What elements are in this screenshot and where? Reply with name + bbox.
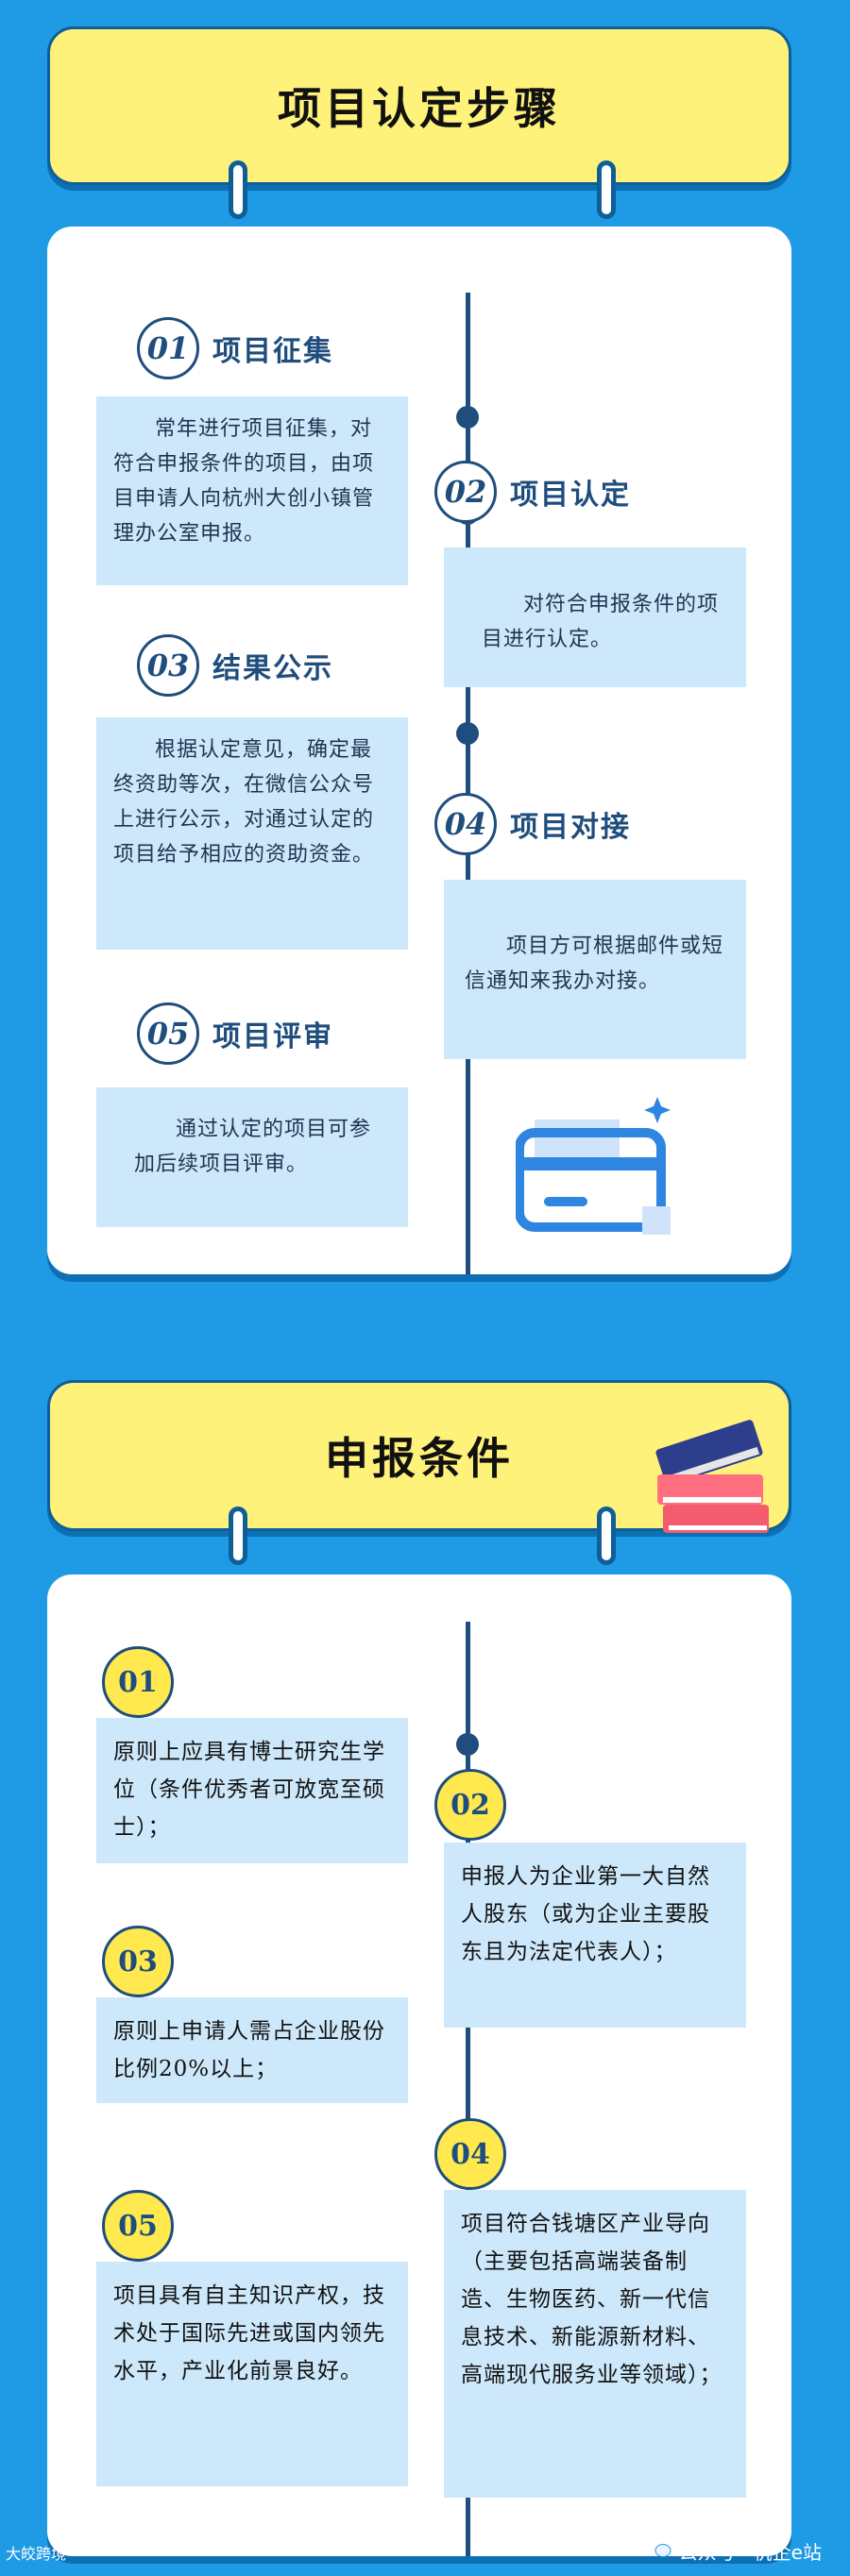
condition-number-badge: 01	[102, 1646, 174, 1718]
footer-account-label: 公众号 · 杭企e站	[678, 2541, 822, 2564]
step-name: 项目征集	[212, 335, 333, 368]
condition-04-text: 项目符合钱塘区产业导向（主要包括高端装备制造、生物医药、新一代信息技术、新能源新…	[444, 2190, 746, 2498]
step-number-badge: 05	[137, 1002, 199, 1065]
step-03-title: 03 结果公示	[137, 634, 333, 697]
timeline-dot	[456, 722, 479, 745]
step-02-title: 02 项目认定	[434, 461, 631, 523]
condition-03-text: 原则上申请人需占企业股份比例20%以上；	[96, 1997, 408, 2103]
condition-02-text: 申报人为企业第一大自然人股东（或为企业主要股东且为法定代表人）；	[444, 1843, 746, 2028]
condition-number-badge: 05	[102, 2190, 174, 2262]
binder-ring	[229, 1507, 247, 1565]
binder-ring	[229, 160, 247, 219]
step-05-text: 通过认定的项目可参加后续项目评审。	[96, 1087, 408, 1227]
step-03-text: 根据认定意见，确定最终资助等次，在微信公众号上进行公示，对通过认定的项目给予相应…	[96, 717, 408, 950]
step-01-title: 01 项目征集	[137, 317, 333, 379]
binder-ring	[597, 1507, 616, 1565]
step-01-text: 常年进行项目征集，对符合申报条件的项目，由项目申请人向杭州大创小镇管理办公室申报…	[96, 396, 408, 585]
section2-title: 申报条件	[325, 1433, 514, 1484]
step-name: 项目评审	[212, 1020, 333, 1053]
step-number-badge: 02	[434, 461, 497, 523]
step-number-badge: 01	[137, 317, 199, 379]
step-name: 结果公示	[212, 652, 333, 685]
step-number-badge: 04	[434, 793, 497, 855]
condition-05-text: 项目具有自主知识产权，技术处于国际先进或国内领先水平，产业化前景良好。	[96, 2262, 408, 2486]
timeline-dot	[456, 406, 479, 429]
step-04-title: 04 项目对接	[434, 793, 631, 855]
credit-card-icon	[515, 1093, 682, 1244]
step-name: 项目对接	[510, 811, 631, 844]
binder-ring	[597, 160, 616, 219]
condition-01-text: 原则上应具有博士研究生学位（条件优秀者可放宽至硕士）；	[96, 1718, 408, 1863]
condition-number-badge: 03	[102, 1926, 174, 1997]
step-number-badge: 03	[137, 634, 199, 697]
step-04-text: 项目方可根据邮件或短信通知来我办对接。	[444, 880, 746, 1059]
step-02-text: 对符合申报条件的项目进行认定。	[444, 547, 746, 687]
timeline-dot	[456, 1733, 479, 1756]
condition-number-badge: 02	[434, 1769, 506, 1841]
step-05-title: 05 项目评审	[137, 1002, 333, 1065]
books-icon	[652, 1395, 774, 1537]
section1-banner: 项目认定步骤	[47, 26, 791, 185]
wechat-icon	[647, 2538, 672, 2564]
footer-brand: 大皎跨境	[6, 2545, 67, 2563]
section1-panel: 01 项目征集 常年进行项目征集，对符合申报条件的项目，由项目申请人向杭州大创小…	[47, 227, 791, 1274]
section1-title: 项目认定步骤	[278, 83, 561, 134]
step-name: 项目认定	[510, 479, 631, 512]
section1-timeline	[456, 293, 479, 1274]
condition-number-badge: 04	[434, 2118, 506, 2190]
footer-account: 公众号 · 杭企e站	[647, 2537, 822, 2565]
section2-panel: 01 原则上应具有博士研究生学位（条件优秀者可放宽至硕士）； 02 申报人为企业…	[47, 1574, 791, 2556]
